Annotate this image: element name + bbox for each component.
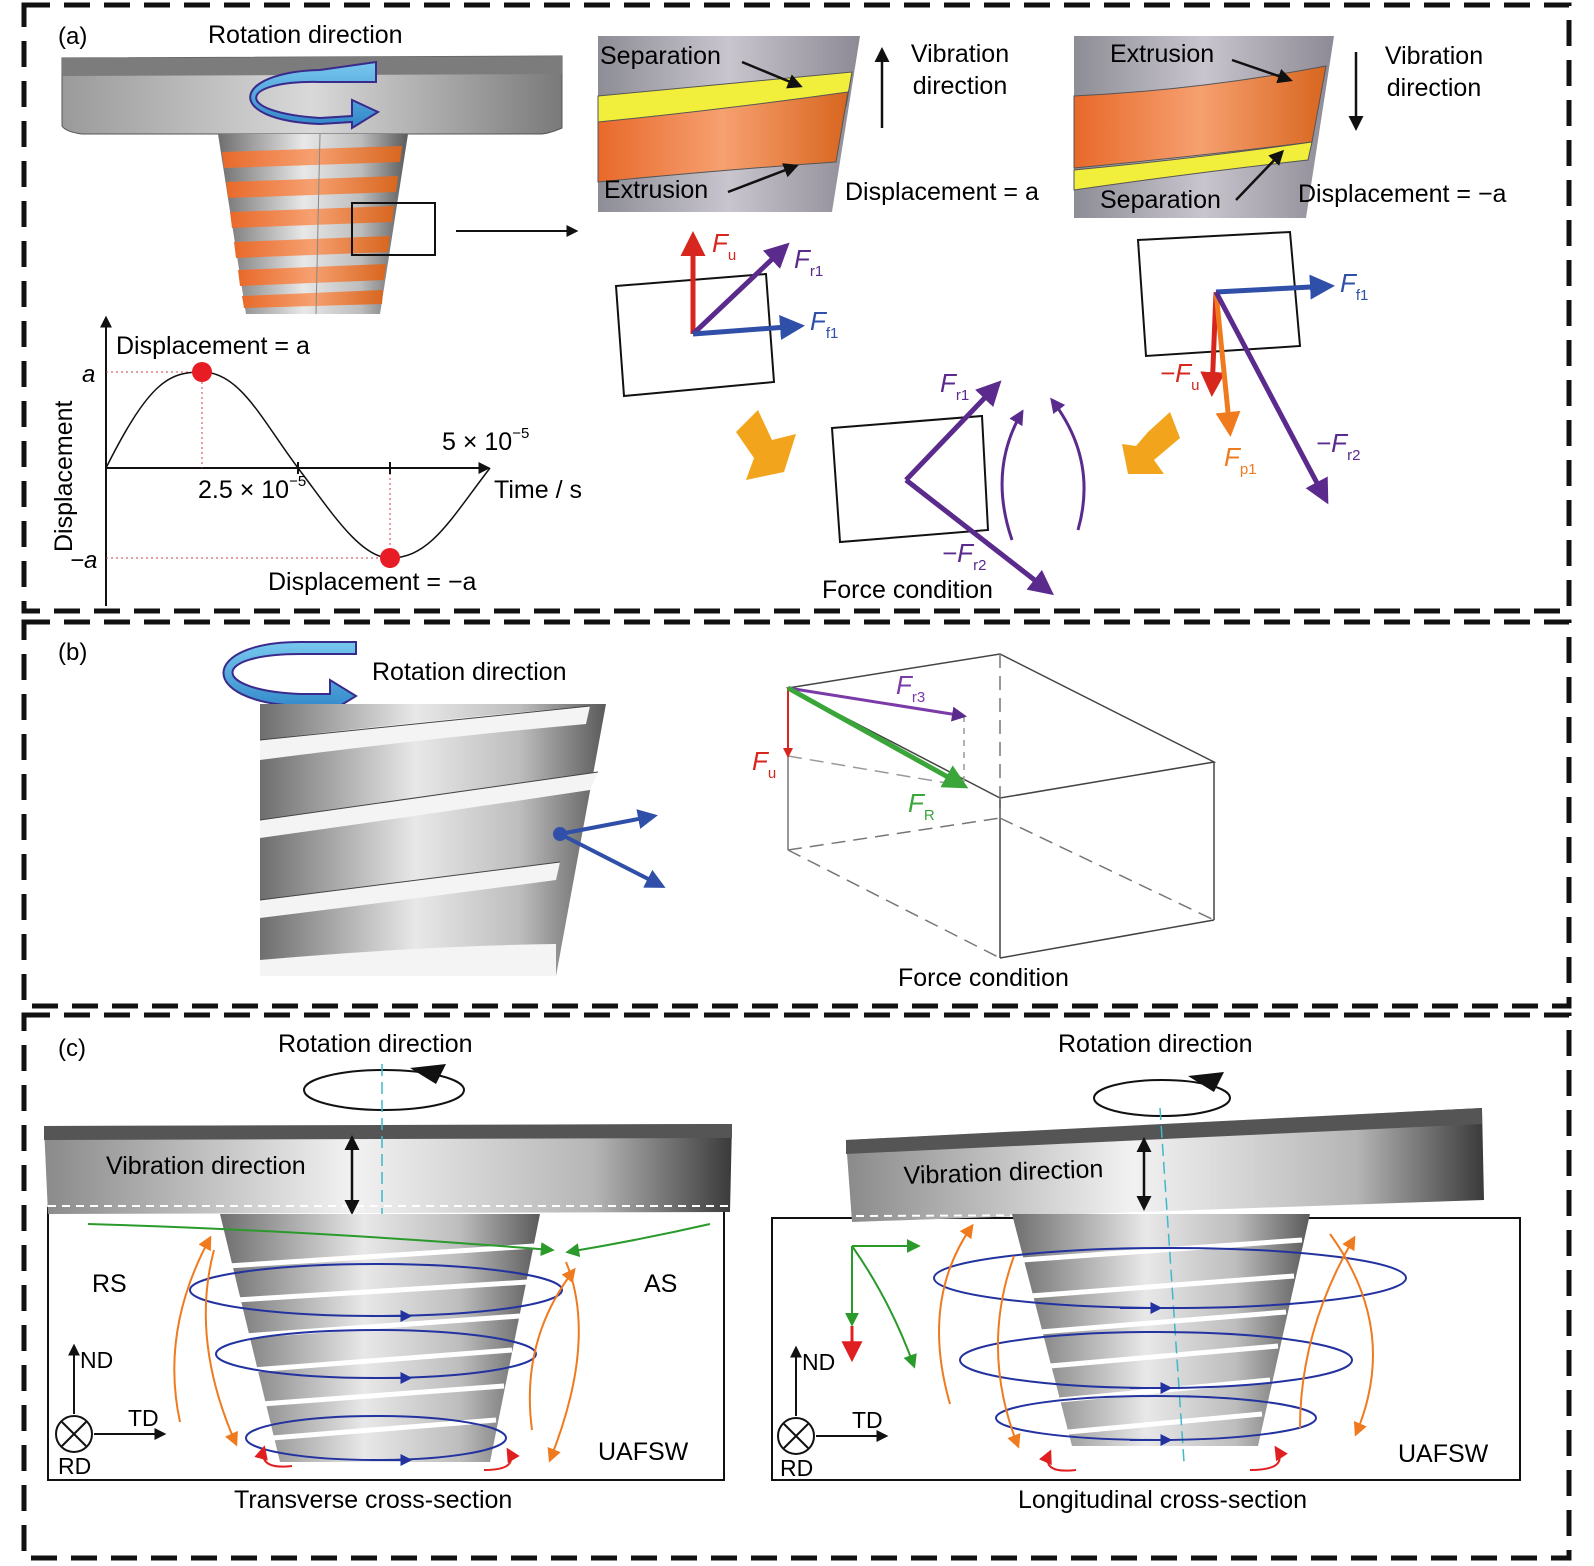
force-block-combined (830, 380, 1086, 596)
extrusion-pointer (727, 163, 799, 194)
transverse-rotation-arrowhead-icon (410, 1064, 446, 1084)
merge-arrow-left-icon (736, 410, 796, 480)
force-block-negative (1136, 230, 1335, 505)
rotation-arrow-icon (249, 60, 381, 130)
label-Fu: Fu (712, 228, 736, 264)
transverse-rotation-label: Rotation direction (278, 1030, 473, 1058)
panel-c-frame (21, 1012, 1572, 1561)
zoom-neg-displacement: Displacement = −a (1298, 180, 1507, 208)
transverse-uafsw: UAFSW (598, 1438, 689, 1466)
extrusion-pointer-neg (1231, 58, 1293, 84)
panel-b: (b) Rotation direction (58, 639, 1217, 992)
label-negFr2-combined: −Fr2 (942, 538, 986, 574)
rotation-arrow-b-icon (222, 641, 358, 714)
label-Fr3: Fr3 (896, 670, 925, 706)
panel-frames (21, 2, 1572, 1561)
label-Ff1: Ff1 (810, 306, 838, 342)
panel-b-rotation-label: Rotation direction (372, 658, 567, 686)
displacement-graph (100, 315, 491, 606)
graph-xlabel: Time / s (494, 476, 582, 504)
label-Ff1-neg: Ff1 (1340, 268, 1368, 304)
label-FR: FR (908, 788, 935, 824)
transverse-as: AS (644, 1270, 677, 1298)
graph-ytick-neg: −a (70, 547, 97, 574)
label-Fr1: Fr1 (794, 244, 823, 280)
transverse-rs: RS (92, 1270, 127, 1298)
graph-trough-label: Displacement = −a (268, 568, 477, 596)
transverse-td: TD (128, 1405, 159, 1431)
panel-a: (a) Rotation direction (50, 21, 1507, 606)
shoulder-top-face (62, 56, 562, 76)
zoom-neg-extrusion: Extrusion (1110, 40, 1214, 68)
label-negFu: −Fu (1160, 358, 1199, 394)
label-Fp1: Fp1 (1224, 442, 1257, 478)
transverse-vibration-label: Vibration direction (106, 1152, 306, 1180)
graph-peak-label: Displacement = a (116, 332, 310, 360)
separation-pointer-neg (1235, 149, 1285, 201)
force-block-positive (614, 231, 805, 398)
panel-a-frame (21, 2, 1572, 614)
graph-peak-marker (192, 362, 212, 382)
thread-closeup (259, 704, 666, 976)
graph-xtick-2: 5 × 10−5 (442, 425, 529, 456)
threaded-pin (218, 133, 408, 315)
longitudinal-rotation-arrowhead-icon (1188, 1072, 1224, 1092)
transverse-axes-icon (55, 1343, 167, 1453)
panel-b-frame (21, 619, 1572, 1009)
graph-ytick-pos: a (82, 361, 95, 388)
graph-ylabel: Displacement (50, 400, 78, 552)
label-Fu-b: Fu (752, 746, 776, 782)
longitudinal-rotation-ellipse (1093, 1079, 1231, 1117)
longitudinal-rd: RD (780, 1455, 813, 1481)
panel-a-force-condition: Force condition (822, 576, 993, 604)
longitudinal-caption: Longitudinal cross-section (1018, 1486, 1307, 1514)
vector-FR (786, 685, 969, 789)
graph-xtick-1: 2.5 × 10−5 (198, 473, 306, 504)
zoom-neg-vibration-2: direction (1387, 74, 1482, 102)
label-Fr1-combined: Fr1 (940, 368, 969, 404)
panel-c: (c) Rotation direction Vibration directi… (44, 1030, 1521, 1514)
force-box-3d (785, 653, 1217, 959)
panel-b-force-condition: Force condition (898, 964, 1069, 992)
separation-pointer (741, 60, 803, 89)
zoom-pos-vibration-2: direction (913, 72, 1008, 100)
longitudinal-nd: ND (802, 1349, 835, 1375)
zoom-neg-vibration-1: Vibration (1385, 42, 1483, 70)
longitudinal-axes-icon (777, 1345, 889, 1455)
merge-arrow-right-icon (1122, 412, 1180, 474)
zoom-pos-vibration-1: Vibration (911, 40, 1009, 68)
transverse-view: Rotation direction Vibration direction (44, 1030, 732, 1514)
longitudinal-rotation-label: Rotation direction (1058, 1030, 1253, 1058)
panel-b-label: (b) (58, 639, 87, 666)
label-negFr2: −Fr2 (1316, 428, 1360, 464)
transverse-nd: ND (80, 1347, 113, 1373)
panel-a-label: (a) (58, 23, 87, 50)
vector-Fr3 (787, 686, 967, 722)
zoom-pos-displacement: Displacement = a (845, 178, 1039, 206)
zoom-pos-separation: Separation (600, 42, 721, 70)
zoom-box (351, 202, 436, 256)
longitudinal-uafsw: UAFSW (1398, 1440, 1489, 1468)
panel-a-rotation-label: Rotation direction (208, 21, 403, 49)
panel-c-label: (c) (58, 1035, 86, 1062)
zoom-pos-extrusion: Extrusion (604, 176, 708, 204)
zoom-neg-separation: Separation (1100, 186, 1221, 214)
longitudinal-td: TD (852, 1407, 883, 1433)
longitudinal-vibration-label: Vibration direction (903, 1155, 1104, 1190)
zoom-image-negative (1073, 36, 1334, 218)
transverse-rotation-ellipse (303, 1069, 465, 1111)
graph-trough-marker (380, 548, 400, 568)
transverse-caption: Transverse cross-section (234, 1486, 512, 1514)
transverse-rd: RD (58, 1453, 91, 1479)
longitudinal-view: Rotation direction Vibration direction (771, 1030, 1521, 1514)
